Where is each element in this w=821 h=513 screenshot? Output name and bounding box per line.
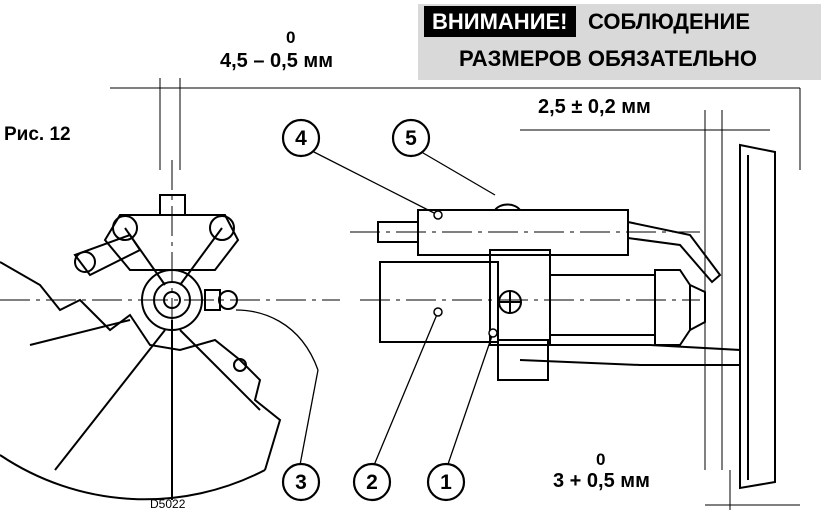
diffuser-spoke-3 bbox=[179, 329, 261, 411]
diffuser-spoke-4 bbox=[29, 319, 131, 346]
marker-dot-4 bbox=[433, 210, 443, 220]
nozzle-tip bbox=[689, 284, 706, 331]
warning-line-2: РАЗМЕРОВ ОБЯЗАТЕЛЬНО bbox=[459, 46, 758, 71]
top-dim-value: 4,5 – 0,5 мм bbox=[220, 50, 333, 72]
drawing-code: D5022 bbox=[150, 497, 186, 511]
diffuser-hole bbox=[233, 358, 247, 372]
blast-tube-2 bbox=[379, 261, 499, 343]
bracket-hole-right bbox=[209, 215, 235, 241]
callout-circle-4 bbox=[281, 118, 321, 158]
bottom-dim-value: 3 + 0,5 мм bbox=[553, 470, 650, 492]
bottom-dim-upper: 0 bbox=[596, 450, 606, 469]
callout-label-5: 5 bbox=[405, 127, 417, 150]
top-clamp bbox=[159, 194, 186, 216]
callout-circle-3 bbox=[281, 462, 321, 502]
callout-circle-1 bbox=[426, 462, 466, 502]
electrode-cable-end bbox=[377, 221, 419, 243]
leader-4 bbox=[309, 149, 439, 216]
callout-label-1: 1 bbox=[440, 471, 452, 494]
callout-circle-2 bbox=[352, 462, 392, 502]
warning-line-1: СОБЛЮДЕНИЕ bbox=[588, 9, 751, 34]
side-screw-head bbox=[218, 290, 238, 310]
marker-dot-2 bbox=[433, 307, 443, 317]
nozzle-outer bbox=[153, 281, 191, 319]
electrode-rod bbox=[627, 221, 722, 284]
callout-label-3: 3 bbox=[295, 471, 307, 494]
marker-dot-1 bbox=[488, 328, 498, 338]
leader-1 bbox=[445, 332, 494, 471]
diffuser-disc bbox=[739, 143, 776, 490]
nozzle-nut bbox=[654, 269, 691, 346]
nozzle-holder bbox=[549, 274, 656, 336]
leader-5 bbox=[417, 149, 496, 196]
leader-3b bbox=[235, 309, 319, 371]
adjust-screw bbox=[498, 290, 522, 314]
bracket-hole-left bbox=[112, 215, 138, 241]
electrode-bracket bbox=[103, 214, 240, 271]
gap-dim-value: 2,5 ± 0,2 мм bbox=[538, 96, 651, 118]
diffuser-outline bbox=[0, 261, 282, 471]
callout-label-4: 4 bbox=[295, 127, 307, 150]
callout-circle-5 bbox=[391, 118, 431, 158]
diffuser-spoke-2 bbox=[54, 329, 166, 471]
figure-label: Рис. 12 bbox=[4, 124, 71, 145]
lower-bracket bbox=[519, 344, 741, 366]
top-dim-upper: 0 bbox=[286, 28, 296, 47]
diffuser-arc bbox=[0, 454, 266, 501]
nozzle-body-lower bbox=[497, 339, 549, 381]
callout-label-2: 2 bbox=[366, 471, 378, 494]
warning-badge: ВНИМАНИЕ! bbox=[424, 6, 576, 37]
nozzle-inner bbox=[163, 291, 181, 309]
electrode-right bbox=[179, 227, 223, 286]
leader-3a bbox=[299, 369, 319, 466]
screw-head-5 bbox=[494, 203, 521, 211]
leader-2 bbox=[371, 311, 439, 471]
electrode-left bbox=[124, 227, 166, 286]
